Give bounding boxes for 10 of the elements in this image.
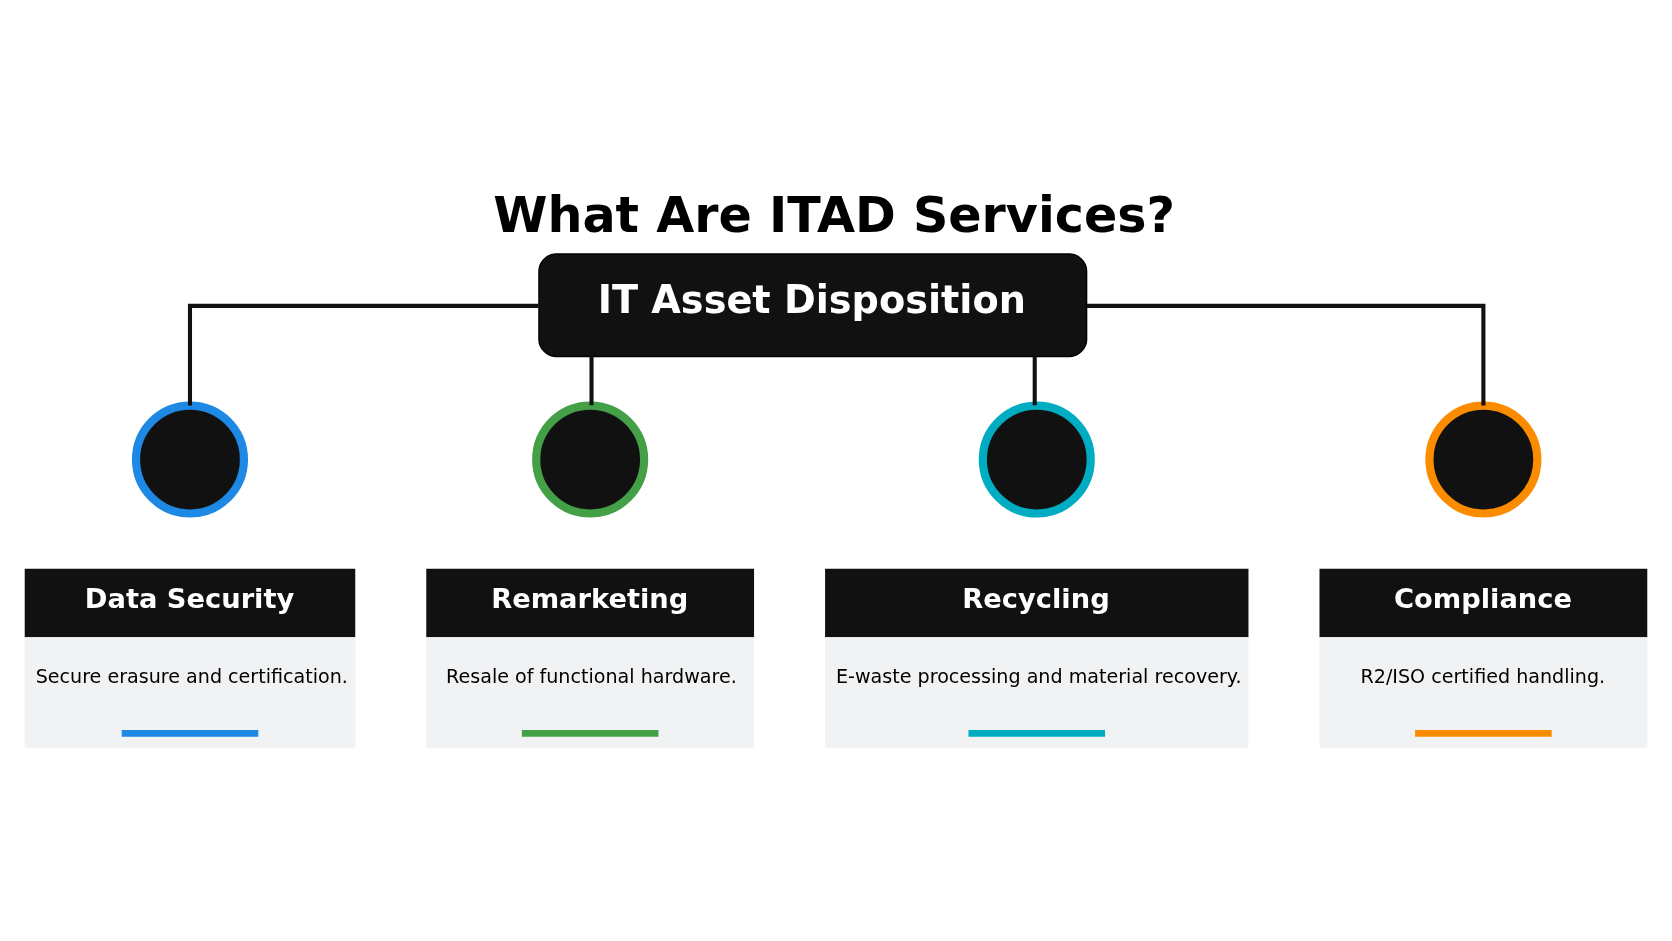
connector bbox=[1087, 303, 1486, 406]
connector bbox=[1032, 356, 1037, 406]
node-box: IT Asset Disposition bbox=[538, 253, 1088, 358]
connector bbox=[589, 356, 594, 406]
connector bbox=[187, 303, 539, 406]
node-circle bbox=[532, 401, 649, 518]
node-circle bbox=[1425, 401, 1542, 518]
node-circle bbox=[131, 401, 249, 518]
diagram-title: What Are ITAD Services? bbox=[493, 185, 1176, 244]
node-circle bbox=[978, 401, 1095, 518]
